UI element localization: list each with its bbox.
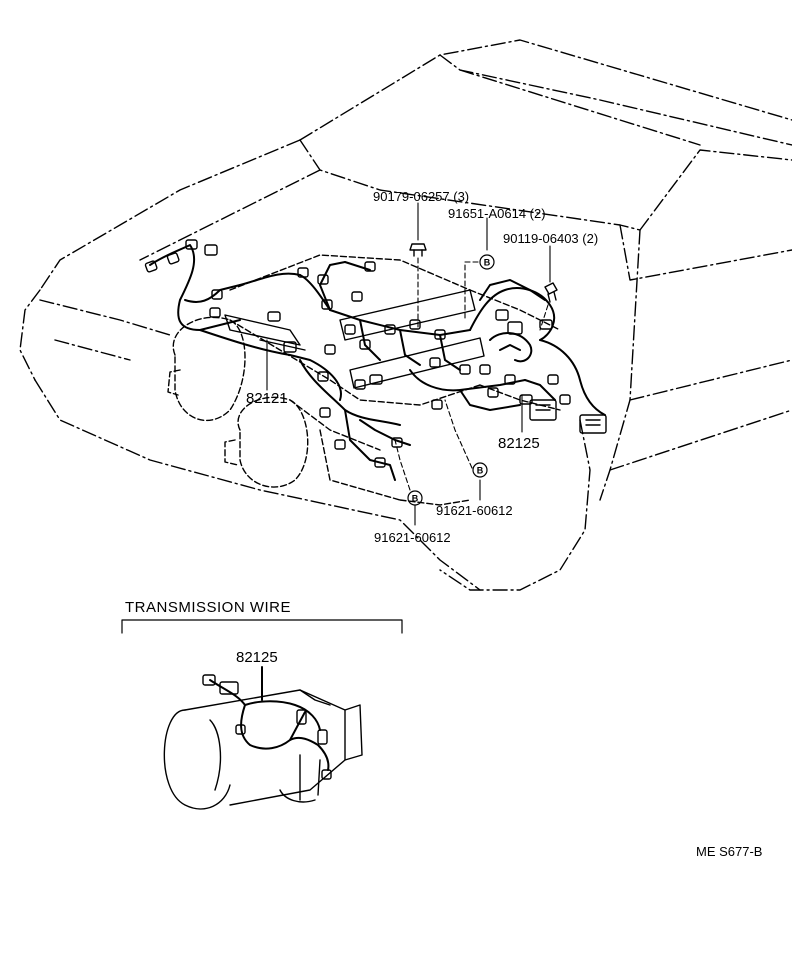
engine-outline bbox=[167, 254, 561, 506]
label-91621-60612-b: 91621-60612 bbox=[374, 530, 451, 545]
label-90119-06403: 90119-06403 (2) bbox=[503, 231, 599, 246]
inset-frame bbox=[121, 619, 403, 634]
section-title-transmission-wire: TRANSMISSION WIRE bbox=[125, 599, 292, 616]
callout-letter: B bbox=[412, 494, 419, 504]
inset-connectors bbox=[202, 674, 332, 780]
intake-rail bbox=[224, 289, 485, 389]
bolt-90119 bbox=[544, 282, 558, 303]
engine-wire-harness bbox=[149, 244, 471, 481]
callout-circles bbox=[407, 254, 495, 506]
label-91621-60612-a: 91621-60612 bbox=[436, 503, 513, 518]
label-82125-main: 82125 bbox=[498, 435, 540, 452]
label-90179-06257: 90179-06257 (3) bbox=[373, 189, 470, 204]
drawing-code: ME S677-B bbox=[696, 844, 763, 859]
callout-letter: B bbox=[477, 466, 484, 476]
label-82125-inset: 82125 bbox=[236, 649, 278, 666]
label-82121: 82121 bbox=[246, 390, 288, 407]
inset-transmission bbox=[163, 689, 363, 810]
car-body-outline bbox=[19, 39, 792, 591]
connectors bbox=[144, 239, 607, 468]
label-91651-a0614: 91651-A0614 (2) bbox=[448, 206, 546, 221]
inset-harness bbox=[209, 666, 330, 771]
leader-lines-dashed bbox=[394, 257, 549, 491]
leader-lines bbox=[266, 202, 551, 526]
callout-letters: B B B bbox=[412, 258, 491, 504]
callout-letter: B bbox=[484, 258, 491, 268]
bolt-90179 bbox=[409, 243, 427, 257]
